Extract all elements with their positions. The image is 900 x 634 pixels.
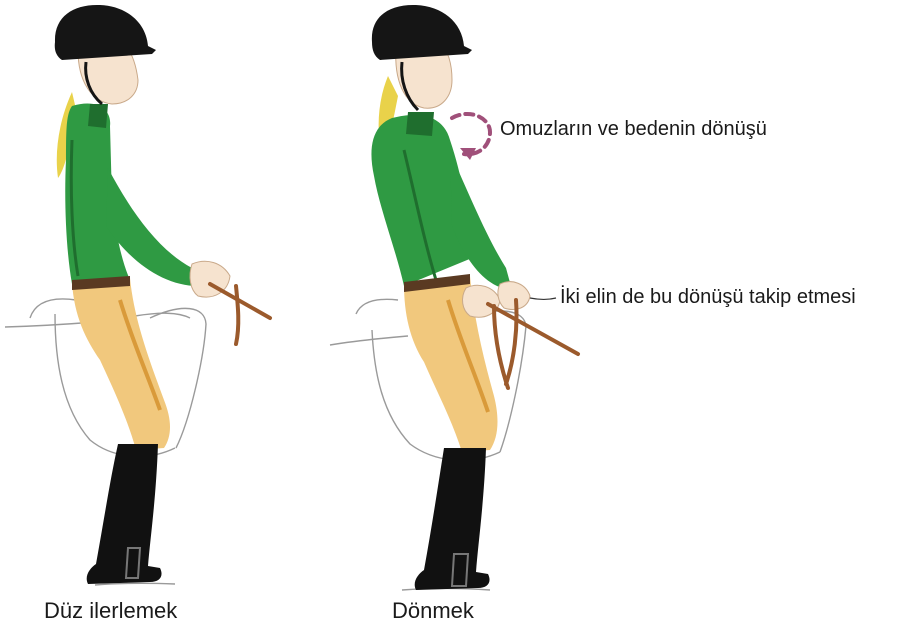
- jacket-straight: [65, 103, 198, 286]
- reins-turning: [488, 300, 578, 388]
- caption-turning: Dönmek: [392, 598, 474, 624]
- rider-straight: [5, 5, 270, 585]
- annotation-shoulders-rotation: Omuzların ve bedenin dönüşü: [500, 118, 767, 141]
- breeches-straight: [72, 276, 170, 450]
- rider-turning: [330, 5, 578, 590]
- head-straight: [55, 5, 156, 104]
- boots-turning: [415, 448, 490, 590]
- boots-straight: [87, 444, 162, 584]
- annotation-hands-follow: İki elin de bu dönüşü takip etmesi: [560, 286, 856, 309]
- hands-annotation-leader: [530, 298, 556, 300]
- caption-straight: Düz ilerlemek: [44, 598, 177, 624]
- hands-turning: [463, 282, 530, 318]
- jacket-turning: [371, 112, 512, 290]
